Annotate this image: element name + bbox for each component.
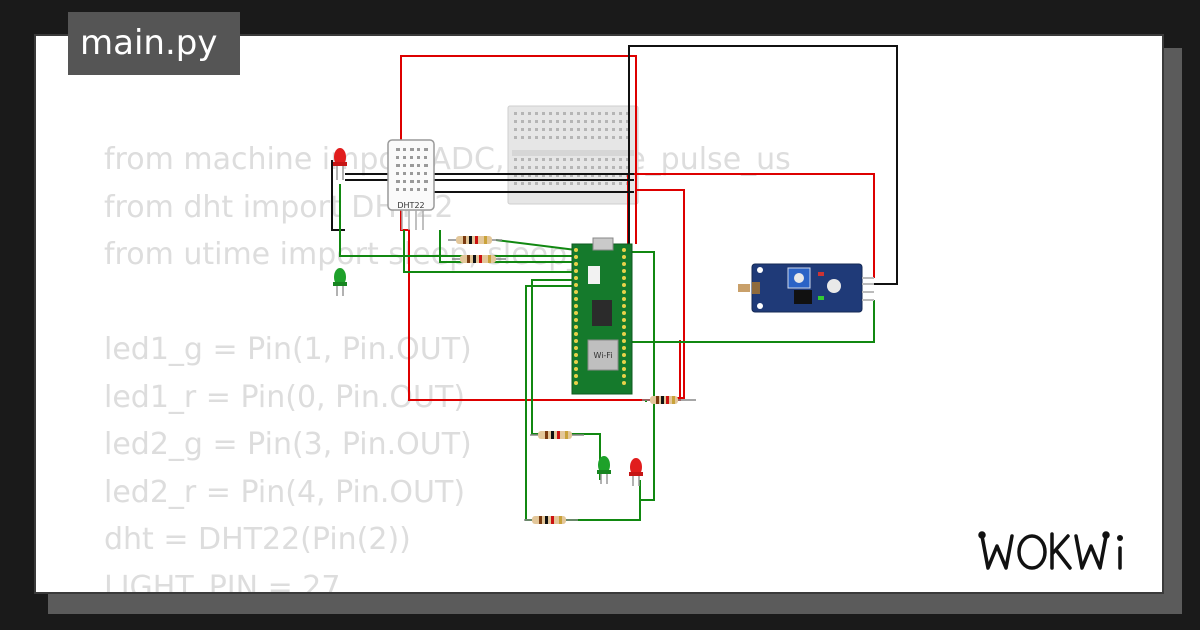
wire-green: [630, 251, 655, 501]
code-line: LIGHT_PIN = 27: [104, 569, 341, 594]
wire-green: [403, 230, 576, 273]
wire-green: [339, 184, 576, 257]
code-line: from dht import DHT22: [104, 189, 454, 225]
file-tab[interactable]: main.py: [68, 12, 240, 75]
resistors[interactable]: [448, 236, 696, 524]
led-green-1[interactable]: [333, 268, 347, 296]
wire-red: [636, 189, 685, 399]
dht-label: DHT22: [397, 201, 424, 210]
code-line: dht = DHT22(Pin(2)): [104, 522, 411, 557]
code-line: led2_g = Pin(3, Pin.OUT): [104, 427, 472, 462]
pico-w-board[interactable]: Wi-Fi: [571, 237, 633, 395]
light-sensor-module[interactable]: [738, 263, 874, 313]
wire-black: [628, 45, 898, 285]
dht22-sensor[interactable]: DHT22: [387, 139, 435, 230]
pico-wifi-label: Wi-Fi: [593, 351, 612, 360]
resistor: [530, 431, 584, 439]
resistor: [642, 396, 696, 404]
wire-green: [439, 230, 576, 263]
resistor: [452, 255, 506, 263]
wire-green: [630, 300, 875, 343]
code-line: led1_g = Pin(1, Pin.OUT): [104, 332, 472, 367]
code-line: led2_r = Pin(4, Pin.OUT): [104, 474, 466, 510]
wire-green: [580, 480, 641, 521]
wire-green: [495, 239, 577, 251]
breadboard[interactable]: [507, 105, 639, 205]
wokwi-logo[interactable]: [976, 526, 1148, 576]
code-line: led1_r = Pin(0, Pin.OUT): [104, 379, 466, 415]
wire-green: [531, 279, 601, 480]
led-red-2[interactable]: [629, 458, 643, 486]
led-green-2[interactable]: [597, 456, 611, 484]
resistor: [524, 516, 578, 524]
led-red-1[interactable]: [333, 148, 347, 180]
resistor: [448, 236, 502, 244]
